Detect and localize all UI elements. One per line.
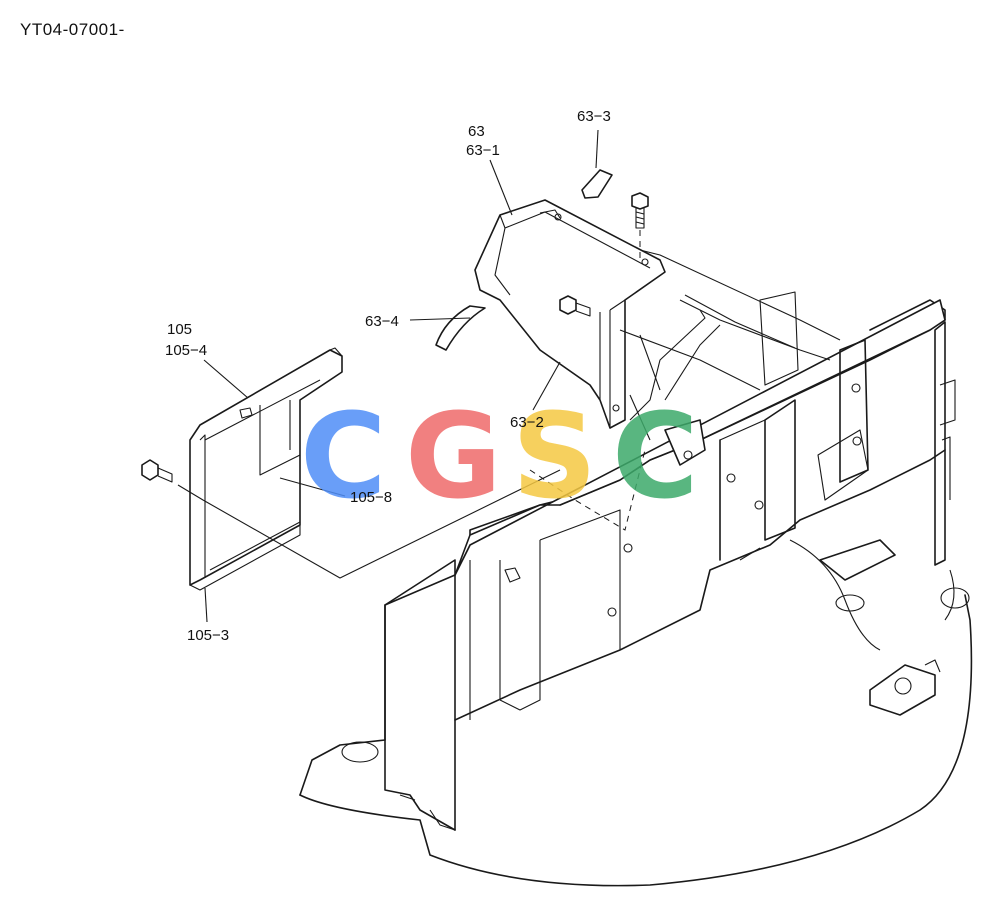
bolt-left bbox=[141, 459, 173, 483]
watermark-letter-c1: C bbox=[300, 387, 387, 525]
clip-63-3 bbox=[581, 169, 613, 199]
callout-63-3: 63−3 bbox=[577, 108, 611, 125]
watermark-letter-c2: C bbox=[612, 387, 699, 525]
bolt-top bbox=[631, 192, 649, 262]
callout-63-4: 63−4 bbox=[365, 313, 399, 330]
document-id: YT04-07001- bbox=[20, 20, 125, 39]
callout-105-3: 105−3 bbox=[187, 627, 229, 644]
watermark-letter-g: G bbox=[405, 387, 502, 525]
cgsc-watermark: C G S C bbox=[300, 387, 699, 525]
bolt-middle bbox=[559, 295, 761, 391]
callout-105-4: 105−4 bbox=[165, 342, 207, 359]
callout-105-8: 105−8 bbox=[350, 489, 392, 506]
bracket-63 bbox=[474, 199, 666, 429]
callout-105: 105 bbox=[167, 321, 192, 338]
frame-assembly bbox=[299, 249, 973, 887]
callout-63-1: 63−1 bbox=[466, 142, 500, 159]
leader-lines bbox=[203, 129, 599, 623]
hidden-line bbox=[529, 449, 646, 531]
callout-63: 63 bbox=[468, 123, 485, 140]
callout-labels: 63 63−1 63−3 63−4 63−2 105 105−4 105−8 1… bbox=[165, 108, 611, 644]
seal-strip-63-4 bbox=[435, 305, 486, 351]
watermark-letter-s: S bbox=[512, 387, 597, 525]
cover-105 bbox=[189, 347, 343, 591]
callout-63-2: 63−2 bbox=[510, 414, 544, 431]
assembly-line-left bbox=[177, 469, 561, 579]
